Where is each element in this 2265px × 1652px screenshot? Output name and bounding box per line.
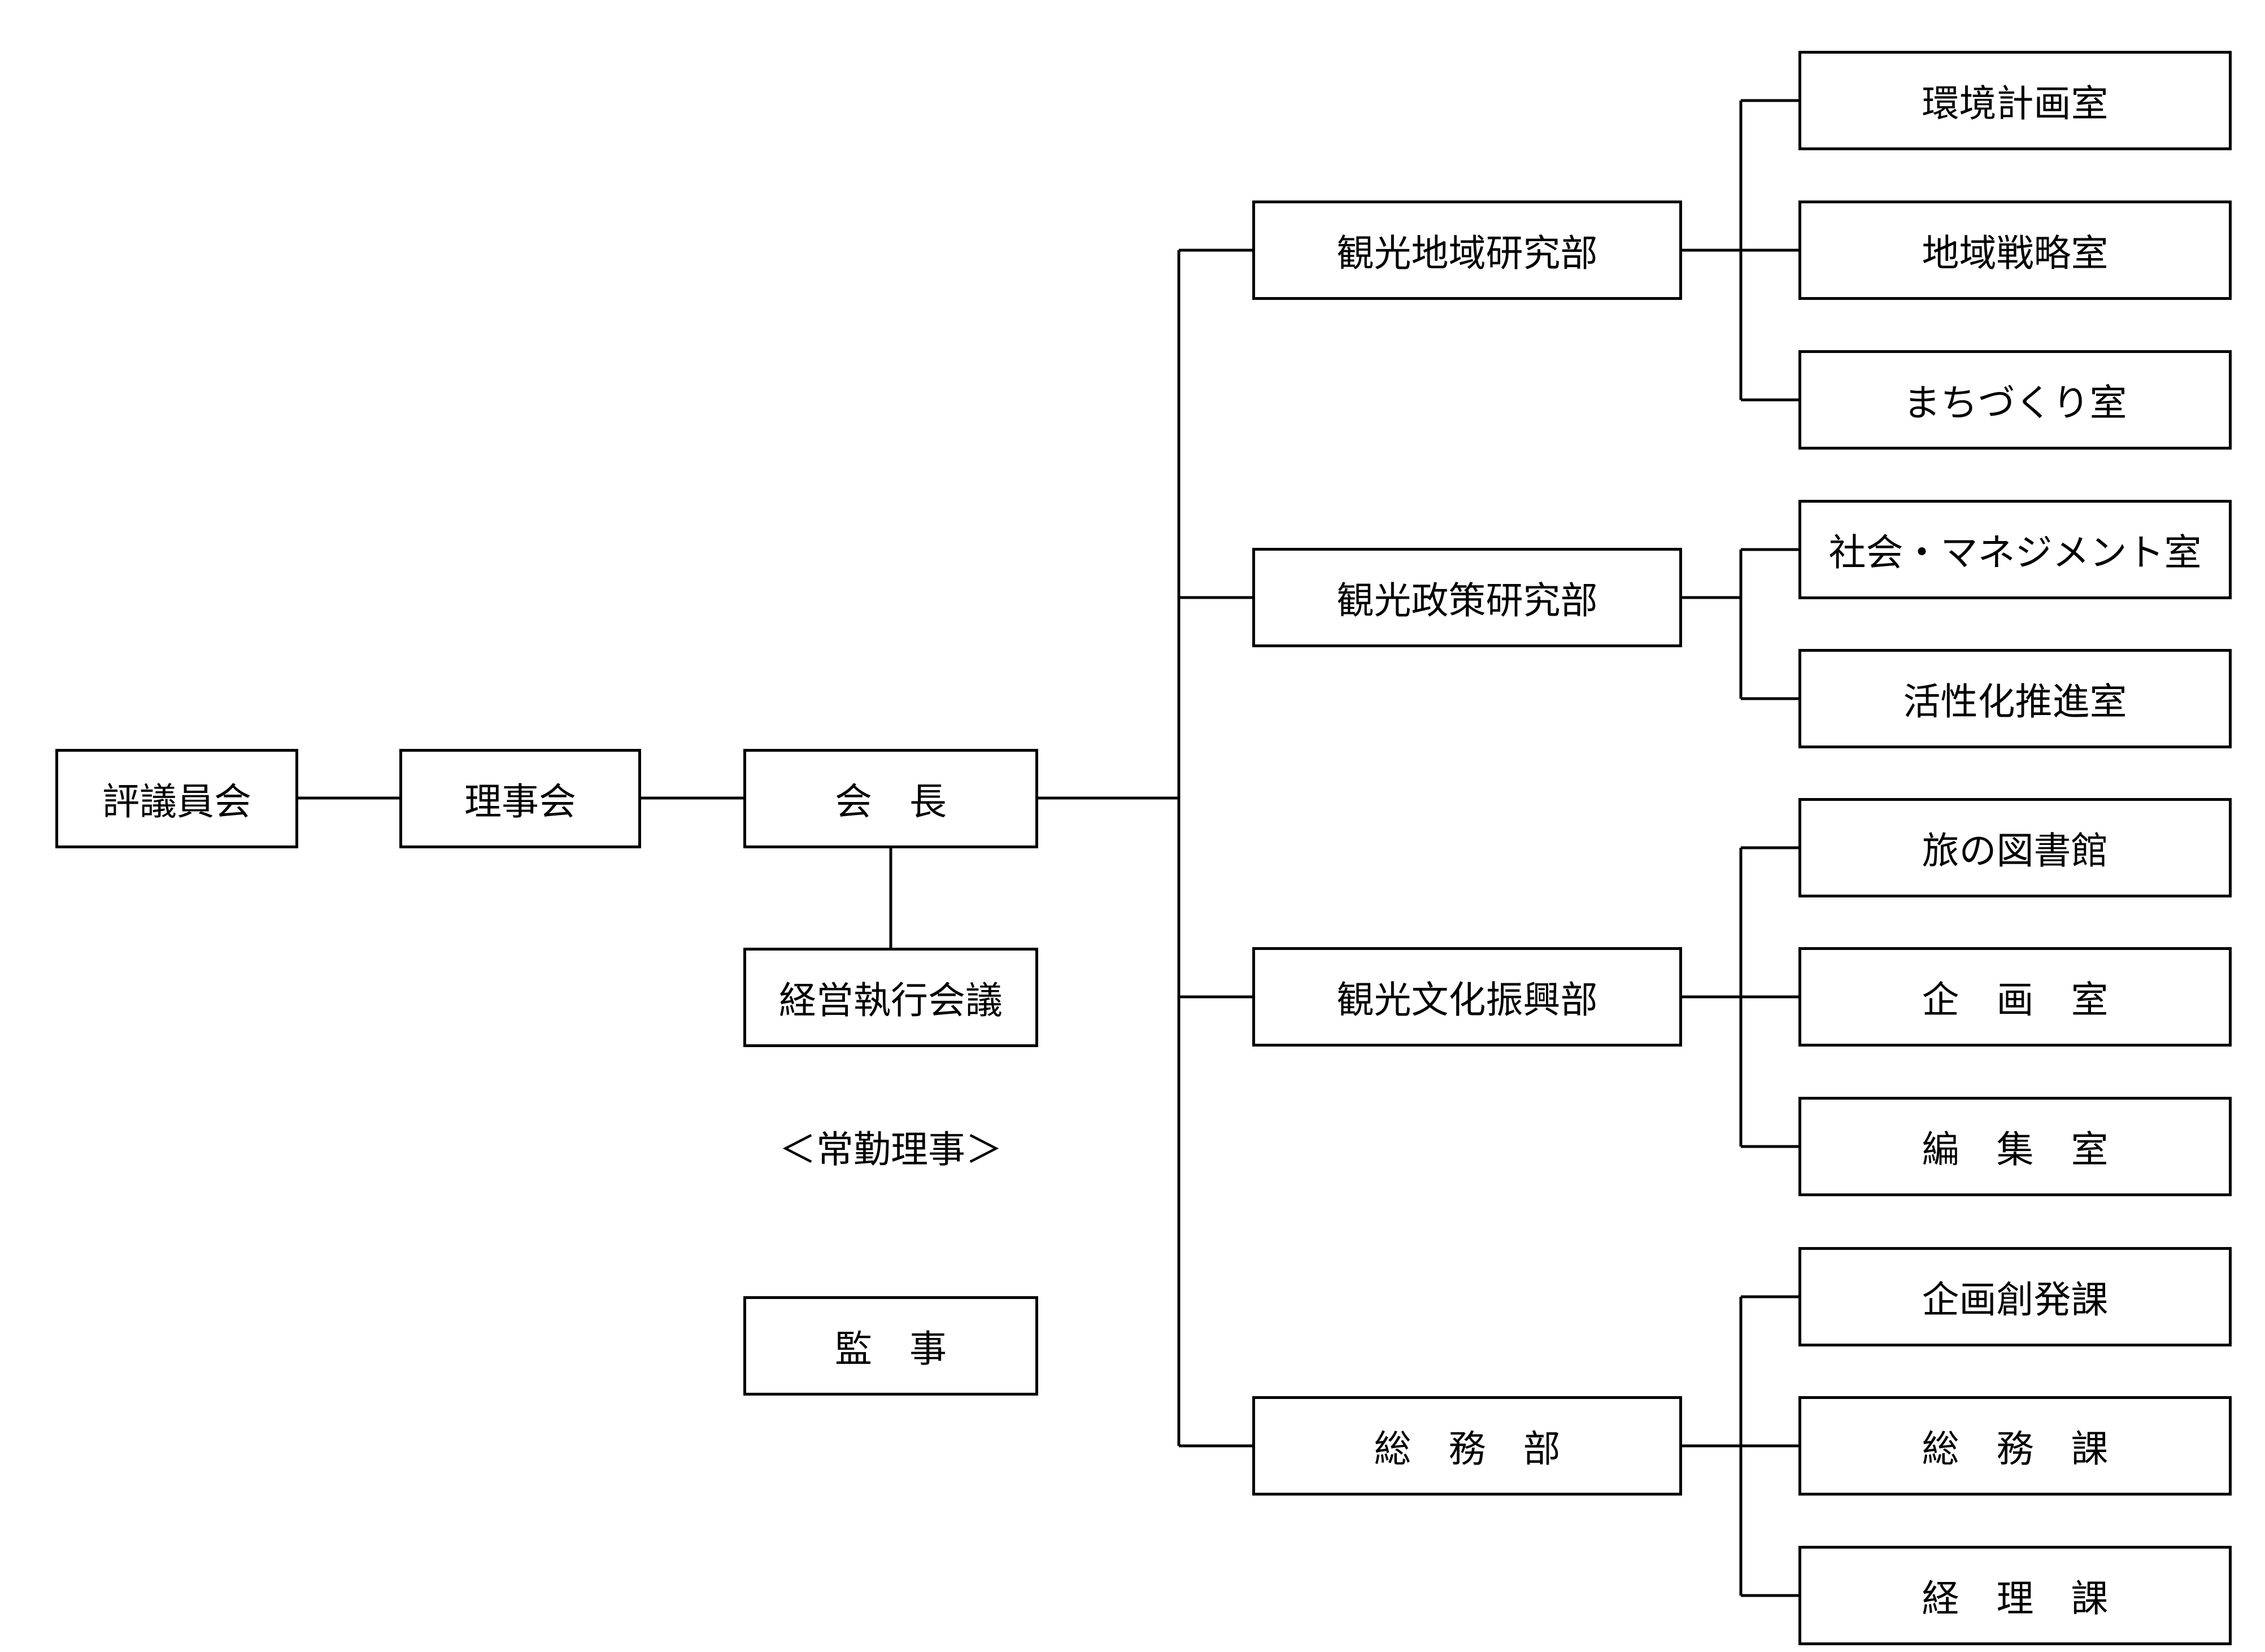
office-shakai-box: 社会・マネジメント室 [1798,500,2232,599]
section-keiri-box: 経 理 課 [1798,1546,2232,1645]
office-kikaku-box: 企 画 室 [1798,947,2232,1047]
fulltime-directors-label: ＜常勤理事＞ [779,1128,1003,1171]
section-sohatsu-box: 企画創発課 [1798,1247,2232,1346]
chairman-box: 会 長 [743,749,1038,848]
office-machi-box: まちづくり室 [1798,350,2232,450]
office-senryaku-box: 地域戦略室 [1798,200,2232,300]
office-tabi-box: 旅の図書館 [1798,798,2232,897]
dept-chiiki-box: 観光地域研究部 [1252,200,1682,300]
executive-meeting-box: 経営執行会議 [743,948,1038,1047]
dept-somu-box: 総 務 部 [1252,1396,1682,1496]
auditor-box: 監 事 [743,1296,1038,1396]
board-box: 理事会 [399,749,641,848]
dept-bunka-box: 観光文化振興部 [1252,947,1682,1047]
council-box: 評議員会 [55,749,298,848]
office-henshu-box: 編 集 室 [1798,1097,2232,1196]
office-kasseika-box: 活性化推進室 [1798,649,2232,748]
section-somu-box: 総 務 課 [1798,1396,2232,1496]
dept-seisaku-box: 観光政策研究部 [1252,548,1682,647]
office-kankyo-box: 環境計画室 [1798,51,2232,150]
